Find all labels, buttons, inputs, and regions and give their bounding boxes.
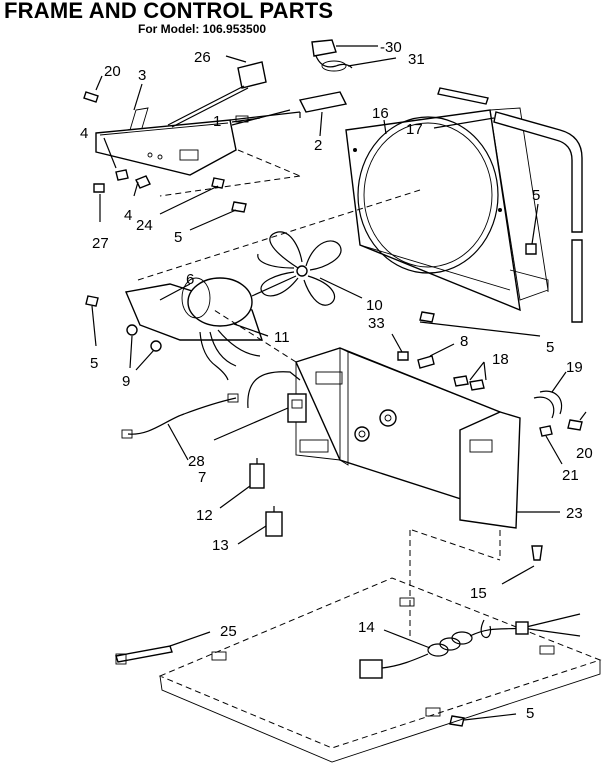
strip-part-25 <box>115 645 173 665</box>
label-2: 2 <box>314 137 322 154</box>
fan-blade-part <box>257 231 342 306</box>
gasket-strip-part <box>437 87 583 323</box>
diagram-title: FRAME AND CONTROL PARTS <box>4 0 334 23</box>
label-5-mid-right: 5 <box>546 339 554 356</box>
label-10: 10 <box>366 297 383 314</box>
thermostat-part <box>167 61 267 128</box>
label-4-upper: 4 <box>80 125 88 142</box>
power-cord-part <box>359 613 581 679</box>
label-16: 16 <box>372 105 389 122</box>
label-5-left: 5 <box>90 355 98 372</box>
label-26: 26 <box>194 49 211 66</box>
label-24: 24 <box>136 217 153 234</box>
label-9: 9 <box>122 373 130 390</box>
label-12: 12 <box>196 507 213 524</box>
label-5-upper: 5 <box>174 229 182 246</box>
leader-lines <box>91 45 587 721</box>
label-30: -30 <box>380 39 402 56</box>
base-pan-part <box>158 577 602 763</box>
callout-labels: 26 -30 31 20 3 1 2 4 4 24 27 5 16 17 5 6… <box>80 39 593 722</box>
label-7: 7 <box>198 469 206 486</box>
fan-shroud-panel <box>345 107 549 312</box>
capacitor-parts <box>249 458 283 537</box>
label-3: 3 <box>138 67 146 84</box>
label-18: 18 <box>492 351 509 368</box>
control-switch-part <box>247 371 307 423</box>
label-8: 8 <box>460 333 468 350</box>
label-20-right: 20 <box>576 445 593 462</box>
model-subtitle: For Model: 106.953500 <box>138 22 267 36</box>
label-27: 27 <box>92 235 109 252</box>
label-19: 19 <box>566 359 583 376</box>
label-31: 31 <box>408 51 425 68</box>
label-4-lower: 4 <box>124 207 132 224</box>
label-11: 11 <box>274 329 290 346</box>
label-28: 28 <box>188 453 205 470</box>
label-14: 14 <box>358 619 375 636</box>
label-21: 21 <box>562 467 579 484</box>
label-1: 1 <box>213 113 221 130</box>
screw-fasteners <box>83 91 583 727</box>
label-15: 15 <box>470 585 487 602</box>
wire-harness-part <box>121 393 239 439</box>
clip-parts-30-31 <box>311 39 353 72</box>
label-17: 17 <box>406 121 423 138</box>
harness-relay-part <box>231 91 348 126</box>
label-20-top: 20 <box>104 63 121 80</box>
fan-motor-part <box>125 275 297 381</box>
clip-part-19 <box>533 390 563 419</box>
base-chassis-part <box>213 309 521 529</box>
label-13: 13 <box>212 537 229 554</box>
label-5-right: 5 <box>532 187 540 204</box>
label-25: 25 <box>220 623 237 640</box>
label-33: 33 <box>368 315 385 332</box>
label-23: 23 <box>566 505 583 522</box>
label-5-bottom: 5 <box>526 705 534 722</box>
control-bracket-part <box>95 107 301 176</box>
label-6: 6 <box>186 271 194 288</box>
